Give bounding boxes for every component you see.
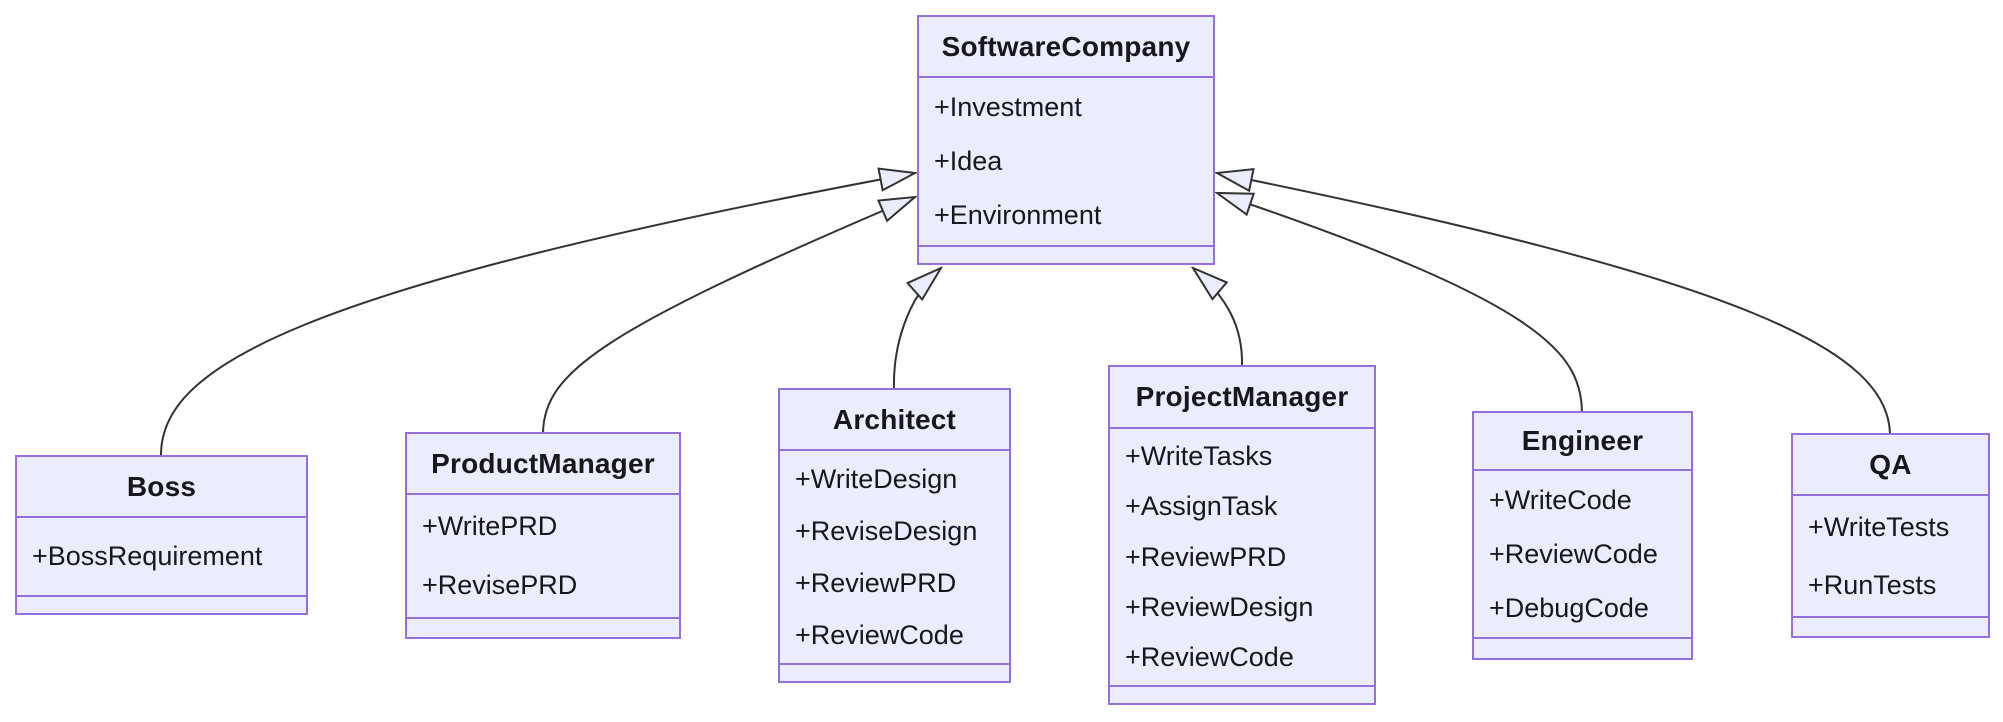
class-member: +ReviewCode bbox=[1489, 538, 1658, 569]
class-box-boss: Boss +BossRequirement bbox=[15, 455, 308, 615]
class-member: +Investment bbox=[934, 91, 1082, 122]
class-members: +WritePRD +RevisePRD bbox=[407, 495, 679, 617]
class-member: +AssignTask bbox=[1125, 491, 1278, 522]
class-title: Engineer bbox=[1474, 413, 1691, 471]
class-title: Boss bbox=[17, 457, 306, 518]
class-member: +WriteTasks bbox=[1125, 440, 1273, 471]
edge-productmanager-to-softwarecompany bbox=[542, 197, 915, 434]
class-member: +WriteCode bbox=[1489, 484, 1632, 515]
class-methods-compartment-empty bbox=[407, 617, 679, 637]
class-methods-compartment-empty bbox=[1474, 637, 1691, 658]
class-member: +ReviewCode bbox=[795, 619, 964, 650]
class-members: +WriteTests +RunTests bbox=[1793, 496, 1988, 616]
class-member: +RunTests bbox=[1808, 569, 1937, 600]
class-methods-compartment-empty bbox=[780, 663, 1009, 681]
edge-boss-to-softwarecompany bbox=[159, 173, 915, 457]
class-member: +RevisePRD bbox=[422, 570, 578, 600]
class-member: +WriteTests bbox=[1808, 511, 1950, 542]
class-member: +ReviewDesign bbox=[1125, 591, 1314, 622]
class-methods-compartment-empty bbox=[17, 595, 306, 613]
class-members: +WriteTasks +AssignTask +ReviewPRD +Revi… bbox=[1110, 429, 1374, 685]
class-member: +WritePRD bbox=[422, 511, 558, 541]
class-member: +ReviewPRD bbox=[795, 567, 957, 598]
edge-engineer-to-softwarecompany bbox=[1217, 193, 1583, 413]
class-title: ProductManager bbox=[407, 434, 679, 495]
edge-architect-to-softwarecompany bbox=[892, 268, 941, 390]
class-title: Architect bbox=[780, 390, 1009, 451]
class-box-projectmanager: ProjectManager +WriteTasks +AssignTask +… bbox=[1108, 365, 1376, 705]
edge-projectmanager-to-softwarecompany bbox=[1193, 268, 1244, 367]
class-box-qa: QA +WriteTests +RunTests bbox=[1791, 433, 1990, 638]
class-methods-compartment-empty bbox=[1793, 616, 1988, 636]
class-member: +ReviewPRD bbox=[1125, 541, 1287, 572]
class-box-architect: Architect +WriteDesign +ReviseDesign +Re… bbox=[778, 388, 1011, 683]
class-box-productmanager: ProductManager +WritePRD +RevisePRD bbox=[405, 432, 681, 639]
class-box-engineer: Engineer +WriteCode +ReviewCode +DebugCo… bbox=[1472, 411, 1693, 660]
edge-qa-to-softwarecompany bbox=[1217, 173, 1891, 435]
class-member: +BossRequirement bbox=[32, 541, 263, 571]
class-members: +WriteCode +ReviewCode +DebugCode bbox=[1474, 471, 1691, 637]
class-member: +DebugCode bbox=[1489, 592, 1649, 623]
class-title: QA bbox=[1793, 435, 1988, 496]
class-members: +Investment +Idea +Environment bbox=[919, 78, 1213, 245]
class-box-softwarecompany: SoftwareCompany +Investment +Idea +Envir… bbox=[917, 15, 1215, 265]
class-member: +Idea bbox=[934, 145, 1003, 176]
class-members: +WriteDesign +ReviseDesign +ReviewPRD +R… bbox=[780, 451, 1009, 663]
class-title: SoftwareCompany bbox=[919, 17, 1213, 78]
class-methods-compartment-empty bbox=[1110, 685, 1374, 703]
class-members: +BossRequirement bbox=[17, 518, 306, 595]
class-member: +Environment bbox=[934, 200, 1102, 231]
class-member: +ReviseDesign bbox=[795, 515, 978, 546]
class-member: +ReviewCode bbox=[1125, 642, 1294, 673]
class-member: +WriteDesign bbox=[795, 463, 958, 494]
class-title: ProjectManager bbox=[1110, 367, 1374, 429]
class-methods-compartment-empty bbox=[919, 245, 1213, 263]
